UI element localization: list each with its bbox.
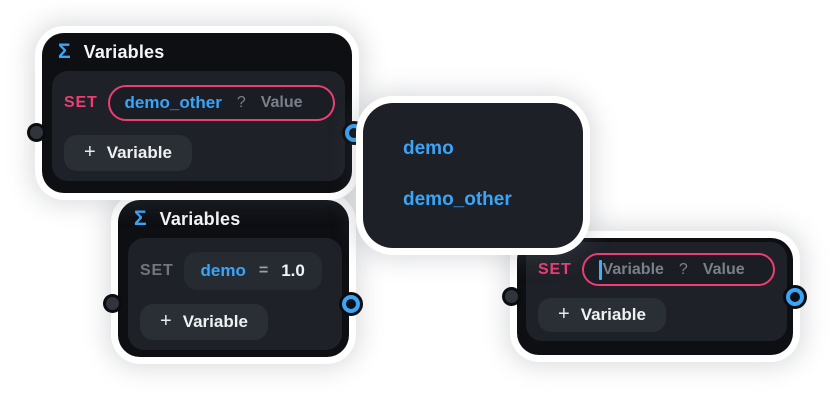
node-body: SET demo_other ? Value + Variable (52, 71, 345, 181)
output-port[interactable] (342, 295, 360, 313)
plus-icon: + (558, 303, 570, 325)
suggestion-item-demo[interactable]: demo (403, 138, 454, 159)
set-keyword: SET (64, 94, 98, 111)
sigma-icon: Σ (58, 39, 71, 63)
node-body: SET Variable ? Value + Variable (526, 242, 787, 341)
text-cursor (598, 259, 602, 280)
variable-value: 1.0 (281, 261, 305, 280)
set-keyword: SET (140, 262, 174, 279)
value-placeholder: Value (260, 94, 303, 111)
variables-node-right[interactable]: SET Variable ? Value + Variable (505, 238, 804, 355)
set-variable-row: SET demo_other ? Value (64, 85, 335, 121)
output-port[interactable] (345, 124, 363, 142)
output-port[interactable] (786, 288, 804, 306)
plus-icon: + (84, 141, 96, 163)
variable-assignment-chip[interactable]: demo = 1.0 (183, 252, 322, 290)
add-variable-button[interactable]: + Variable (538, 298, 666, 332)
caret-wrap: Variable (598, 259, 664, 280)
node-header[interactable]: Σ Variables (118, 200, 349, 238)
value-placeholder: Value (702, 260, 745, 278)
variable-name-text: demo (200, 261, 246, 280)
node-body: SET demo = 1.0 + Variable (128, 238, 342, 350)
set-variable-row: SET demo = 1.0 (140, 252, 332, 290)
variables-node-bottom[interactable]: Σ Variables SET demo = 1.0 + Variable (106, 200, 360, 357)
variable-edit-field[interactable]: demo_other ? Value (107, 85, 335, 121)
variable-suggestions-dropdown: demo demo_other (363, 103, 583, 248)
plus-icon: + (160, 310, 172, 332)
variables-node-top[interactable]: Σ Variables SET demo_other ? Value + Var… (30, 33, 363, 193)
input-port[interactable] (505, 290, 518, 303)
suggestion-item-demo-other[interactable]: demo_other (403, 188, 512, 210)
add-variable-button[interactable]: + Variable (140, 304, 268, 340)
separator-question-mark: ? (678, 260, 688, 278)
equals-sign: = (258, 262, 269, 279)
node-title: Variables (159, 208, 241, 229)
add-variable-label: Variable (106, 143, 172, 162)
variable-edit-field[interactable]: Variable ? Value (581, 253, 775, 286)
variable-name-text: demo_other (124, 93, 222, 112)
sigma-icon: Σ (134, 206, 147, 230)
set-variable-row: SET Variable ? Value (538, 253, 775, 286)
set-keyword: SET (538, 260, 572, 278)
add-variable-button[interactable]: + Variable (64, 135, 192, 171)
input-port[interactable] (30, 126, 43, 139)
add-variable-label: Variable (580, 305, 646, 324)
node-header[interactable]: Σ Variables (42, 33, 352, 71)
node-title: Variables (83, 41, 165, 62)
add-variable-label: Variable (182, 312, 248, 331)
input-port[interactable] (106, 297, 119, 310)
variable-placeholder: Variable (602, 260, 664, 278)
separator-question-mark: ? (236, 94, 246, 111)
